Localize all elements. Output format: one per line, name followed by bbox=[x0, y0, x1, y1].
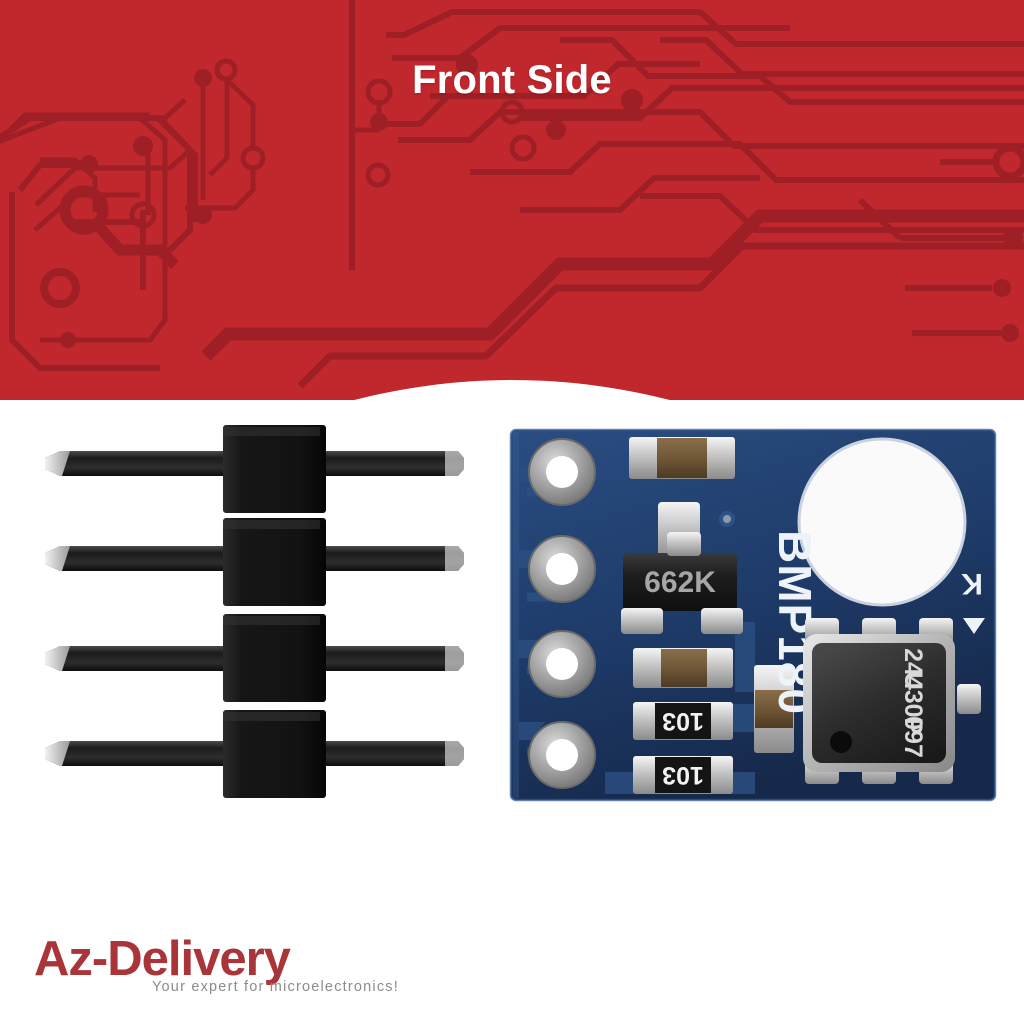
component-resistor-1: 103 bbox=[633, 702, 733, 740]
product-photo: 662K bbox=[0, 400, 1024, 920]
through-hole-2 bbox=[528, 535, 596, 603]
header-pin-4 bbox=[45, 710, 464, 798]
circuit-background-graphic bbox=[0, 0, 1024, 400]
component-capacitor-top bbox=[629, 437, 735, 479]
header-banner: Front Side bbox=[0, 0, 1024, 400]
sensor-marking-line-3: 097 bbox=[899, 716, 927, 758]
through-hole-1 bbox=[528, 438, 596, 506]
resistor-2-marking: 103 bbox=[662, 761, 704, 789]
pcb-circular-pad bbox=[797, 437, 967, 607]
pin-header bbox=[40, 425, 480, 815]
brand-name: Az-Delivery bbox=[34, 932, 291, 986]
pcb-graphic: 662K bbox=[509, 428, 997, 802]
sensor-marking-line-2: U30P bbox=[899, 672, 927, 735]
resistor-1-marking: 103 bbox=[662, 707, 704, 735]
polarity-mark-k: K bbox=[961, 567, 985, 634]
regulator-marking: 662K bbox=[644, 566, 716, 599]
pcb-via bbox=[719, 511, 735, 527]
header-pin-2 bbox=[45, 518, 464, 606]
header-pin-3 bbox=[45, 614, 464, 702]
pin-header-graphic bbox=[45, 425, 464, 798]
brand-logo: Az-Delivery Your expert for microelectro… bbox=[34, 932, 398, 1004]
pcb-through-holes bbox=[528, 438, 596, 789]
through-hole-4 bbox=[528, 721, 596, 789]
bmp180-pcb: 662K bbox=[505, 422, 1005, 814]
header-pin-1 bbox=[45, 425, 464, 513]
page-title: Front Side bbox=[412, 58, 612, 102]
component-capacitor-mid bbox=[633, 648, 733, 688]
component-resistor-2: 103 bbox=[633, 756, 733, 794]
component-capacitor-vertical bbox=[754, 665, 794, 753]
component-voltage-regulator: 662K bbox=[621, 532, 743, 634]
component-sensor-ic: 244 U30P 097 bbox=[803, 618, 981, 784]
svg-text:K: K bbox=[961, 567, 983, 600]
sensor-marking-line-1: 244 bbox=[899, 648, 927, 690]
through-hole-3 bbox=[528, 630, 596, 698]
brand-tagline: Your expert for microelectronics! bbox=[152, 979, 399, 995]
